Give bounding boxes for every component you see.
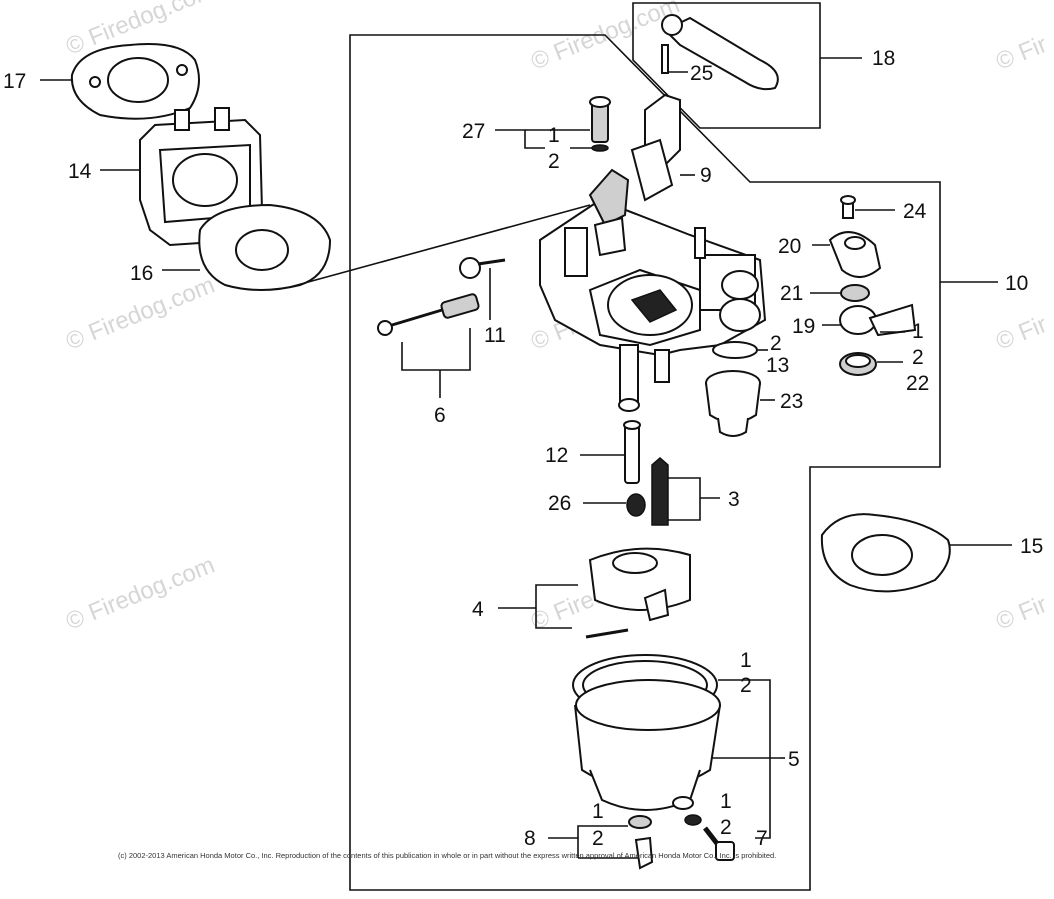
callout-3: 3	[728, 488, 740, 511]
gasket-17	[70, 43, 200, 120]
callout-16: 16	[130, 262, 153, 285]
watermark: © Firedog.com	[527, 0, 683, 76]
callout-6: 6	[434, 404, 446, 427]
choke-lever-box	[632, 2, 821, 129]
callout-22-2: 2	[912, 346, 924, 369]
o-ring-13	[712, 341, 758, 359]
callout-20: 20	[778, 235, 801, 258]
bracket-6	[401, 328, 471, 371]
callout-8-2: 2	[592, 827, 604, 850]
part-20	[828, 231, 882, 278]
screw-24	[840, 195, 856, 219]
callout-26: 26	[548, 492, 571, 515]
callout-7-1: 1	[720, 790, 732, 813]
callout-18: 18	[872, 47, 895, 70]
choke-lever-18	[661, 14, 779, 91]
part-21	[840, 284, 870, 302]
nozzle-12	[623, 420, 641, 484]
callout-15: 15	[1020, 535, 1043, 558]
pilot-screw-27	[589, 96, 611, 152]
float-valve-3	[651, 457, 669, 526]
jet-holder-23	[705, 370, 761, 437]
callout-21: 21	[780, 282, 803, 305]
float-4	[585, 547, 691, 639]
part-19	[839, 303, 917, 337]
callout-7: 7	[756, 827, 768, 850]
callout-22: 22	[906, 372, 929, 395]
watermark: © Fir	[992, 31, 1051, 76]
part-22	[839, 352, 877, 376]
carburetor-body	[539, 168, 767, 412]
callout-27: 27	[462, 120, 485, 143]
screw-11	[459, 257, 506, 279]
gasket-16	[198, 203, 332, 291]
callout-8-1: 1	[592, 800, 604, 823]
callout-9: 9	[700, 164, 712, 187]
callout-19: 19	[792, 315, 815, 338]
callout-13-2: 2	[770, 332, 782, 355]
leader-lines	[40, 57, 1012, 859]
watermark: © Fir	[992, 311, 1051, 356]
callout-27-2: 2	[548, 150, 560, 173]
callout-4: 4	[472, 598, 484, 621]
callout-23: 23	[780, 390, 803, 413]
callout-5: 5	[788, 748, 800, 771]
callout-12: 12	[545, 444, 568, 467]
callout-10: 10	[1005, 272, 1028, 295]
gasket-15	[820, 513, 951, 593]
callout-24: 24	[903, 200, 927, 223]
jet-26	[626, 493, 646, 517]
callout-17: 17	[3, 70, 26, 93]
watermark: © Fir	[992, 591, 1051, 636]
callout-13: 13	[766, 354, 789, 377]
float-bowl-5	[572, 654, 721, 811]
callout-25: 25	[690, 62, 713, 85]
callout-5-1: 1	[740, 649, 752, 672]
throttle-parts-9	[630, 93, 681, 202]
callout-labels: 17 14 16 18 25 27 1 2 9 24 20 10 21 19 1…	[3, 47, 1043, 850]
callout-11: 11	[484, 324, 506, 347]
callout-7-2: 2	[720, 816, 732, 839]
callout-14: 14	[68, 160, 92, 183]
callout-5-2: 2	[740, 674, 752, 697]
assembly-frame	[349, 34, 941, 891]
throttle-stop-screw-6	[377, 293, 480, 336]
watermark: © Firedog.com	[62, 551, 218, 635]
callout-8: 8	[524, 827, 536, 850]
drain-screw-8	[628, 815, 654, 870]
bolt-7	[684, 814, 735, 861]
callout-27-1: 1	[548, 124, 560, 147]
bracket-4	[535, 584, 578, 629]
bracket-3	[668, 477, 701, 521]
copyright-notice: (c) 2002-2013 American Honda Motor Co., …	[118, 851, 776, 860]
callout-19-1: 1	[912, 320, 924, 343]
alignment-line	[289, 204, 591, 288]
